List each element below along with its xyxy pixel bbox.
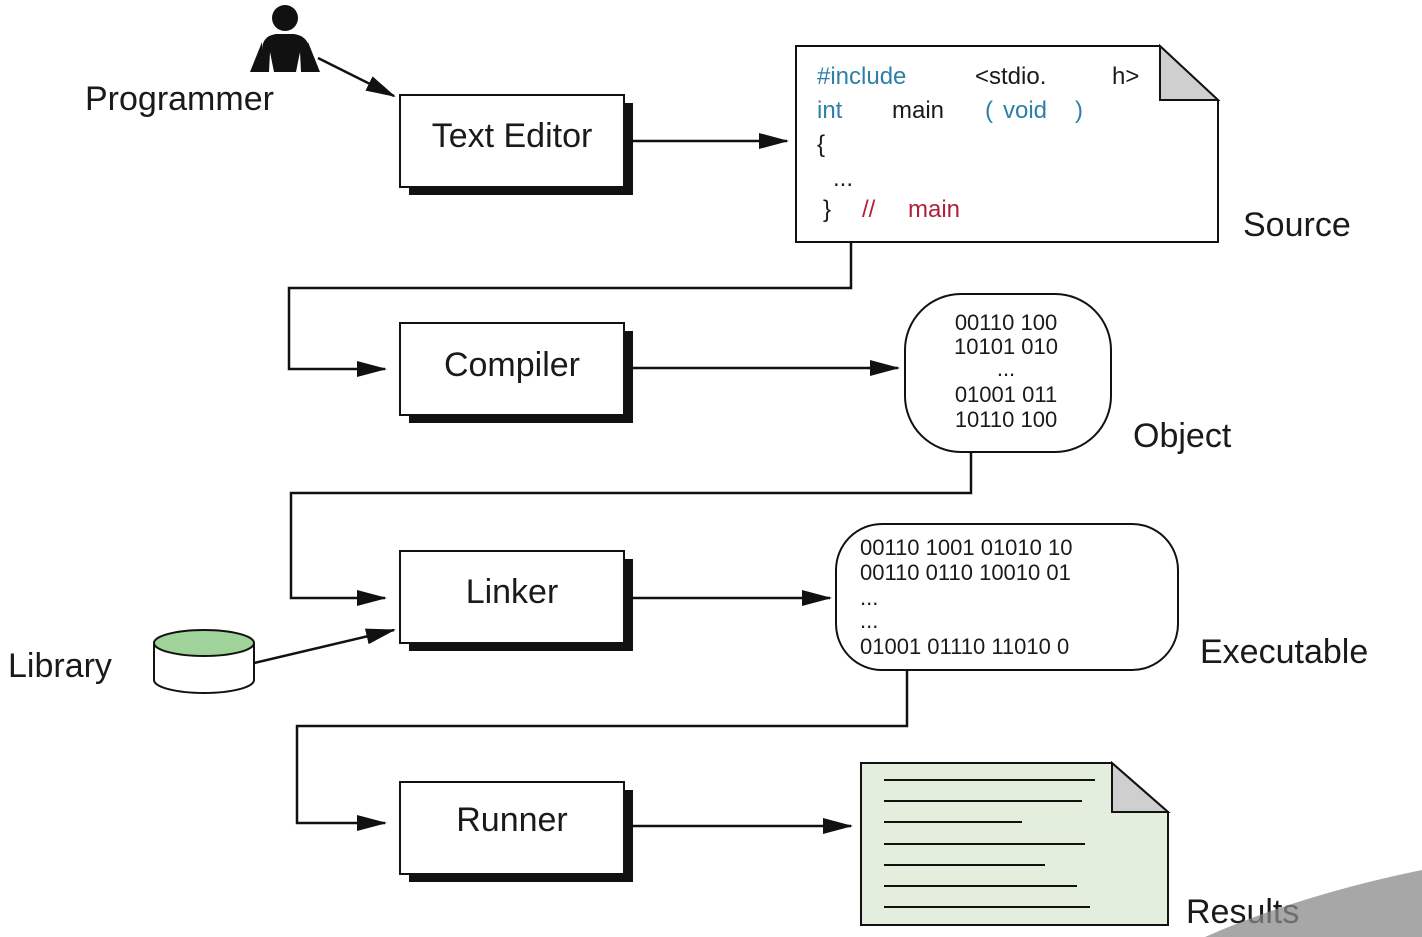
svg-text:int main ( v: int main ( void ) (817, 97, 1083, 124)
code-h: h> (1112, 63, 1139, 90)
code-close-paren: ) (1075, 97, 1083, 124)
person-icon (250, 5, 320, 72)
code-comment-slashes: // (862, 196, 876, 223)
document-icon (860, 760, 1171, 926)
executable-code-blob: 00110 1001 01010 10 00110 0110 10010 01 … (835, 523, 1179, 671)
code-open-paren: ( (985, 97, 993, 124)
linker-label: Linker (466, 573, 559, 611)
executable-line-4: ... (860, 608, 878, 633)
svg-text:} // main: } // main (823, 196, 960, 223)
programmer-label: Programmer (85, 80, 274, 118)
runner-box: Runner (399, 781, 633, 882)
code-include: #include (817, 63, 906, 90)
library-label: Library (8, 647, 112, 685)
object-to-linker-arrow (289, 452, 973, 606)
code-int: int (817, 97, 843, 124)
code-void: void (1003, 97, 1047, 124)
database-cylinder-icon (153, 629, 255, 694)
compiler-label: Compiler (444, 346, 580, 384)
linker-box: Linker (399, 550, 633, 651)
source-label: Source (1243, 206, 1351, 244)
object-label: Object (1133, 417, 1232, 455)
executable-to-runner-arrow (295, 670, 909, 831)
object-line-3: ... (997, 356, 1015, 381)
compiler-box: Compiler (399, 322, 633, 423)
executable-line-2: 00110 0110 10010 01 (860, 560, 1071, 585)
object-code-blob: 00110 100 10101 010 ... 01001 011 10110 … (904, 293, 1112, 453)
executable-line-3: ... (860, 585, 878, 610)
code-comment-main: main (908, 196, 960, 223)
object-line-4: 01001 011 (955, 382, 1057, 407)
executable-label: Executable (1200, 633, 1368, 671)
object-line-5: 10110 100 (955, 407, 1057, 432)
programmer-to-editor-arrow (317, 56, 396, 98)
runner-label: Runner (456, 801, 568, 839)
text-editor-box: Text Editor (399, 94, 633, 195)
object-line-2: 10101 010 (954, 334, 1058, 359)
code-main: main (892, 97, 944, 124)
executable-line-5: 01001 01110 11010 0 (860, 634, 1069, 659)
source-to-compiler-arrow (287, 242, 853, 377)
code-ellipsis: ... (833, 165, 853, 192)
executable-line-1: 00110 1001 01010 10 (860, 535, 1072, 560)
page-curl-decoration (1205, 870, 1422, 937)
object-line-1: 00110 100 (955, 310, 1057, 335)
code-open-brace: { (817, 131, 825, 158)
library-to-linker-arrow (253, 628, 396, 665)
source-document: #include <stdio. h> int main ( void ) { … (795, 43, 1221, 243)
text-editor-label: Text Editor (432, 117, 593, 155)
code-stdio: <stdio. (975, 63, 1046, 90)
svg-text:#include <stdio. h: #include <stdio. h> (817, 63, 1139, 90)
code-close-brace: } (823, 196, 831, 223)
